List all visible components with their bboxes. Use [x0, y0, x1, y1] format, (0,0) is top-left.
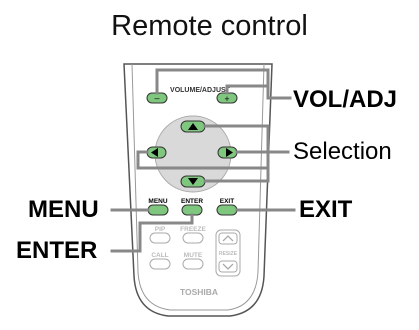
pip-button-label: PIP — [155, 226, 166, 233]
resize-up-icon — [222, 235, 234, 242]
mute-button — [182, 258, 204, 270]
volume-minus-symbol: – — [154, 93, 159, 103]
menu-button — [147, 204, 169, 216]
volume-adjust-label: VOLUME/ADJUST — [170, 87, 231, 94]
right-arrow-icon — [226, 148, 233, 157]
exit-button — [216, 204, 238, 216]
exit-button-label: EXIT — [220, 198, 234, 205]
menu-button-label: MENU — [148, 198, 167, 205]
resize-label: RESIZE — [219, 251, 238, 257]
mute-button-label: MUTE — [184, 252, 203, 259]
call-button-label: CALL — [151, 252, 168, 259]
remote-body-inner-edge — [131, 63, 265, 311]
selection-leader-up — [203, 124, 270, 182]
enter-leader — [110, 213, 194, 253]
resize-down-icon — [222, 263, 234, 270]
callout-menu: MENU — [28, 196, 99, 223]
selection-leader-left — [136, 150, 270, 170]
callout-selection: Selection — [293, 138, 392, 165]
diagram-title: Remote control — [111, 10, 308, 42]
left-arrow-icon — [151, 148, 158, 157]
brand-logo: TOSHIBA — [180, 287, 218, 297]
freeze-button-label: FREEZE — [180, 226, 206, 233]
freeze-button — [182, 232, 204, 244]
volume-plus-symbol: + — [224, 94, 229, 104]
resize-up-button — [218, 232, 238, 245]
callout-enter: ENTER — [16, 237, 98, 264]
up-arrow-icon — [188, 123, 198, 130]
callout-vol-adj: VOL/ADJ — [293, 86, 398, 113]
pip-button — [149, 232, 171, 244]
enter-button-label: ENTER — [181, 198, 203, 205]
vol-adj-leader — [155, 68, 292, 100]
call-button — [149, 258, 171, 270]
resize-down-button — [218, 260, 238, 273]
down-arrow-icon — [188, 178, 198, 185]
callout-exit: EXIT — [299, 196, 353, 223]
